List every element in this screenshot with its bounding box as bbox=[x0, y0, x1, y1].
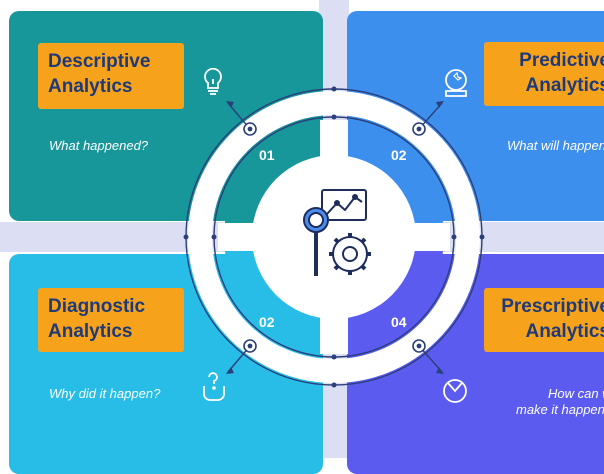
target-icon bbox=[443, 379, 467, 403]
descriptive-question: What happened? bbox=[49, 138, 149, 153]
prescriptive-title: Prescriptive Analytics bbox=[484, 288, 604, 352]
analytics-gear-icon bbox=[303, 189, 371, 276]
number-02-predictive: 02 bbox=[391, 147, 407, 163]
prescriptive-question-line2: make it happen? bbox=[516, 402, 604, 417]
crystal-ball-icon bbox=[445, 69, 467, 97]
diagnostic-title-line1: Diagnostic bbox=[48, 296, 146, 317]
predictive-title-line2: Analytics bbox=[525, 75, 604, 96]
predictive-question: What will happen? bbox=[507, 138, 604, 153]
predictive-title: Predictive Analytics bbox=[484, 42, 604, 106]
outer-ring bbox=[188, 91, 480, 383]
prescriptive-title-line2: Analytics bbox=[525, 321, 604, 342]
diagnostic-title: Diagnostic Analytics bbox=[38, 288, 184, 352]
predictive-title-line1: Predictive bbox=[519, 50, 604, 71]
descriptive-title-line1: Descriptive bbox=[48, 51, 151, 72]
center-disc bbox=[252, 155, 416, 319]
ring-dots bbox=[183, 86, 485, 388]
prescriptive-title-line1: Prescriptive bbox=[501, 296, 604, 317]
hand-question-icon bbox=[203, 372, 225, 401]
ring-nodes bbox=[243, 122, 426, 353]
diagnostic-title-line2: Analytics bbox=[48, 321, 133, 342]
center-diagram: 01 02 02 04 bbox=[183, 67, 485, 403]
number-02-diagnostic: 02 bbox=[259, 314, 275, 330]
prescriptive-question: How can we make it happen? bbox=[516, 386, 604, 418]
number-01: 01 bbox=[259, 147, 275, 163]
diagnostic-question: Why did it happen? bbox=[49, 386, 161, 401]
lightbulb-icon bbox=[204, 67, 222, 95]
descriptive-title-line2: Analytics bbox=[48, 76, 133, 97]
descriptive-title: Descriptive Analytics bbox=[38, 43, 184, 109]
number-04: 04 bbox=[391, 314, 407, 330]
prescriptive-question-line1: How can we bbox=[548, 386, 604, 401]
